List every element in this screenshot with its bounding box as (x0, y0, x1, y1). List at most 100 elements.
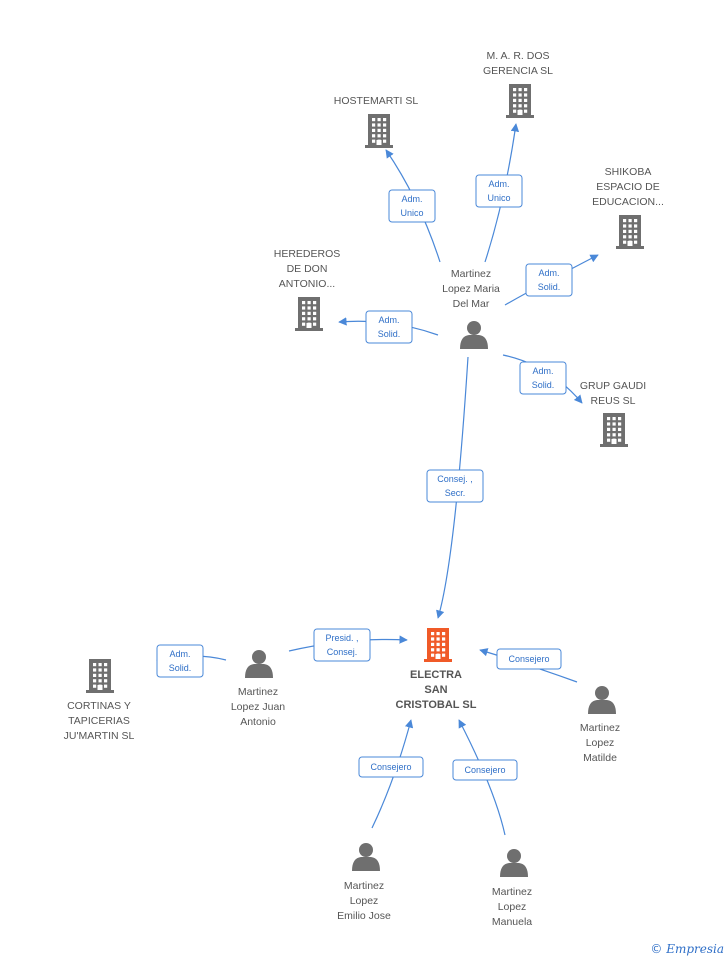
node-label: Del Mar (453, 298, 490, 310)
person-icon (460, 321, 488, 349)
edge-label-text: Adm. (532, 366, 553, 376)
building-icon (86, 659, 114, 693)
node-label: Emilio Jose (337, 910, 391, 922)
edge-label-text: Secr. (445, 488, 466, 498)
copyright-symbol: © (650, 942, 663, 956)
edge-label-text: Consej. , (437, 474, 473, 484)
node-label: ANTONIO... (279, 278, 335, 290)
edge-label-text: Solid. (378, 329, 401, 339)
edge-label-text: Unico (400, 208, 423, 218)
building-icon (616, 215, 644, 249)
edge-arrow (458, 719, 506, 836)
edge-label-box[interactable] (426, 469, 484, 503)
node-label: Martinez (451, 268, 491, 280)
edge-label-text: Solid. (538, 282, 561, 292)
node-label: Lopez (586, 737, 615, 749)
building-icon (365, 114, 393, 148)
edge-label-box[interactable] (519, 361, 567, 395)
edge-label-box[interactable] (388, 189, 436, 223)
edge-juan-to-cortinas: Adm. Solid. (156, 644, 227, 678)
edge-label-text: Adm. (378, 315, 399, 325)
edge-label-box[interactable] (525, 263, 573, 297)
edge-label-box[interactable] (313, 628, 371, 662)
node-cortinas[interactable]: CORTINAS Y TAPICERIAS JU'MARTIN SL (64, 659, 135, 742)
edge-mar-to-hostemarti: Adm. Unico (385, 149, 441, 263)
building-icon (506, 84, 534, 118)
edge-label-box[interactable] (365, 310, 413, 344)
node-label: GRUP GAUDI (580, 380, 646, 392)
node-hostemarti[interactable]: HOSTEMARTI SL (334, 95, 419, 148)
edge-label-text: Presid. , (325, 633, 358, 643)
node-label: Antonio (240, 716, 276, 728)
node-label: M. A. R. DOS (486, 50, 549, 62)
person-icon (245, 650, 273, 678)
node-label: CRISTOBAL SL (396, 699, 477, 711)
edge-label-text: Adm. (488, 179, 509, 189)
node-herederos[interactable]: HEREDEROS DE DON ANTONIO... (274, 248, 341, 331)
edge-mar-to-herederos: Adm. Solid. (338, 310, 439, 344)
node-label: Martinez (238, 686, 278, 698)
node-label: DE DON (287, 263, 328, 275)
node-label: Martinez (344, 880, 384, 892)
node-label: GERENCIA SL (483, 65, 553, 77)
edge-label-text: Consejero (464, 765, 505, 775)
edge-juan-to-electra: Presid. ,Consej. (288, 628, 408, 662)
node-shikoba[interactable]: SHIKOBA ESPACIO DE EDUCACION... (592, 166, 664, 249)
node-electra[interactable]: ELECTRA SAN CRISTOBAL SL (396, 628, 477, 711)
edge-label-text: Adm. (169, 649, 190, 659)
node-label: CORTINAS Y (67, 700, 131, 712)
edge-label-box[interactable] (496, 648, 562, 670)
edge-label-box[interactable] (452, 759, 518, 781)
node-label: Lopez Juan (231, 701, 285, 713)
node-label: Martinez (580, 722, 620, 734)
edge-label-text: Consejero (508, 654, 549, 664)
footer-brand[interactable]: © Empresia (650, 942, 724, 956)
edge-mar-to-grup: Adm.Solid. (502, 354, 583, 404)
brand-name: Empresia (666, 942, 724, 956)
node-label: Lopez Maria (442, 283, 500, 295)
node-label: Lopez (498, 901, 527, 913)
building-icon (295, 297, 323, 331)
node-label: ESPACIO DE (596, 181, 659, 193)
node-label: JU'MARTIN SL (64, 730, 135, 742)
edge-label-box[interactable] (156, 644, 204, 678)
node-label: EDUCACION... (592, 196, 664, 208)
edge-manuela-to-electra: Consejero (452, 719, 518, 836)
edge-mar-to-shikoba: Adm. Solid. (504, 254, 599, 306)
node-label: SAN (424, 684, 447, 696)
edge-label-text: Unico (487, 193, 510, 203)
edge-label-text: Solid. (169, 663, 192, 673)
node-label: HOSTEMARTI SL (334, 95, 419, 107)
edge-label-text: Adm. (538, 268, 559, 278)
edge-matilde-to-electra: Consejero (479, 648, 578, 683)
building-icon (424, 628, 452, 662)
edges-layer: Adm.UnicoAdm.UnicoAdm.Solid.Adm.Solid.Ad… (156, 123, 599, 836)
edge-arrow (436, 356, 469, 619)
node-label: Martinez (492, 886, 532, 898)
node-label: SHIKOBA (605, 166, 652, 178)
building-icon (600, 413, 628, 447)
node-label: Lopez (350, 895, 379, 907)
edge-label-box[interactable] (358, 756, 424, 778)
edge-label-box[interactable] (475, 174, 523, 208)
person-icon (500, 849, 528, 877)
edge-label-text: Adm. (401, 194, 422, 204)
edge-mar-to-electra: Consej. , Secr. (426, 356, 484, 619)
person-icon (352, 843, 380, 871)
node-label: ELECTRA (410, 669, 462, 681)
node-mardos[interactable]: M. A. R. DOS GERENCIA SL (483, 50, 553, 118)
node-label: REUS SL (591, 395, 636, 407)
node-label: TAPICERIAS (68, 715, 130, 727)
node-grup[interactable]: GRUP GAUDI REUS SL (580, 380, 646, 447)
edge-emilio-to-electra: Consejero (358, 719, 424, 829)
edge-label-text: Consejero (370, 762, 411, 772)
node-label: Matilde (583, 752, 617, 764)
node-label: HEREDEROS (274, 248, 341, 260)
